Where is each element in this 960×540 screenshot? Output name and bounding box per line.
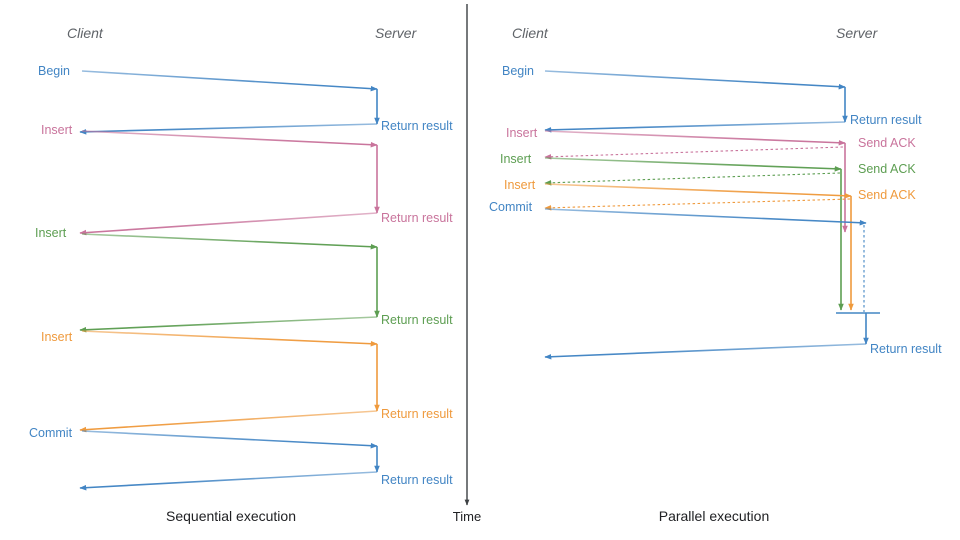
actor-label-client: Client xyxy=(512,25,549,41)
message-insert-3-return-result: Return result xyxy=(79,407,453,433)
message-label-commit-return-result: Return result xyxy=(870,342,942,356)
message-label-insert-2-request: Insert xyxy=(500,152,532,166)
actor-label-server: Server xyxy=(836,25,879,41)
message-insert-2-request: Insert xyxy=(35,226,378,250)
message-line-begin-return-result xyxy=(544,121,846,133)
message-begin-request: Begin xyxy=(38,64,378,92)
message-line-insert-2-request xyxy=(81,233,378,250)
message-line-insert-2-return-result xyxy=(79,316,378,333)
message-line-insert-1-return-result xyxy=(79,212,378,236)
message-line-commit-request xyxy=(544,208,867,226)
message-begin-return-result: Return result xyxy=(544,113,922,133)
message-label-begin-request: Begin xyxy=(502,64,534,78)
message-label-insert-1-return-result: Return result xyxy=(381,211,453,225)
message-insert-3-send-ack: Send ACK xyxy=(544,188,916,211)
message-line-insert-1-request xyxy=(81,130,378,148)
panel-caption-sequential: Sequential execution xyxy=(166,508,296,524)
message-label-insert-3-send-ack: Send ACK xyxy=(858,188,916,202)
message-label-insert-1-send-ack: Send ACK xyxy=(858,136,916,150)
message-commit-request: Commit xyxy=(29,426,378,449)
message-insert-2-request: Insert xyxy=(500,152,842,172)
message-line-insert-1-send-ack xyxy=(544,146,844,160)
message-insert-3-request: Insert xyxy=(41,330,378,347)
message-insert-2-send-ack: Send ACK xyxy=(544,162,916,186)
message-line-commit-request xyxy=(81,430,378,449)
message-line-begin-request xyxy=(544,70,846,90)
message-line-begin-request xyxy=(81,70,378,92)
message-insert-3-request: Insert xyxy=(504,178,852,199)
message-line-insert-2-request xyxy=(544,157,842,172)
message-label-insert-2-send-ack: Send ACK xyxy=(858,162,916,176)
message-insert-1-request: Insert xyxy=(41,123,378,148)
time-axis-label: Time xyxy=(453,509,481,524)
message-line-insert-3-request xyxy=(81,330,378,347)
message-label-insert-3-request: Insert xyxy=(504,178,536,192)
message-insert-1-request: Insert xyxy=(506,126,846,146)
message-commit-return-result: Return result xyxy=(544,342,942,360)
message-commit-request: Commit xyxy=(489,200,867,226)
actor-label-server: Server xyxy=(375,25,418,41)
message-line-insert-2-send-ack xyxy=(544,172,841,186)
message-line-insert-3-request xyxy=(544,183,852,199)
actor-label-client: Client xyxy=(67,25,104,41)
message-begin-return-result: Return result xyxy=(79,119,453,135)
message-label-begin-return-result: Return result xyxy=(381,119,453,133)
message-label-commit-request: Commit xyxy=(489,200,533,214)
message-label-commit-request: Commit xyxy=(29,426,73,440)
message-begin-request: Begin xyxy=(502,64,846,90)
message-insert-1-return-result: Return result xyxy=(79,211,453,236)
message-line-commit-return-result xyxy=(79,471,378,491)
message-insert-1-send-ack: Send ACK xyxy=(544,136,916,160)
message-insert-2-return-result: Return result xyxy=(79,313,453,333)
message-label-begin-return-result: Return result xyxy=(850,113,922,127)
panel-caption-parallel: Parallel execution xyxy=(659,508,770,524)
message-label-insert-1-request: Insert xyxy=(506,126,538,140)
message-label-insert-2-return-result: Return result xyxy=(381,313,453,327)
message-label-insert-1-request: Insert xyxy=(41,123,73,137)
message-line-insert-3-return-result xyxy=(79,410,378,433)
message-label-commit-return-result: Return result xyxy=(381,473,453,487)
message-label-begin-request: Begin xyxy=(38,64,70,78)
time-axis-group: Time xyxy=(453,4,481,524)
message-commit-return-result: Return result xyxy=(79,471,453,491)
message-label-insert-2-request: Insert xyxy=(35,226,67,240)
message-line-insert-3-send-ack xyxy=(544,198,851,211)
message-label-insert-3-return-result: Return result xyxy=(381,407,453,421)
message-line-begin-return-result xyxy=(79,123,378,135)
message-line-insert-1-request xyxy=(544,130,846,146)
message-label-insert-3-request: Insert xyxy=(41,330,73,344)
message-line-commit-return-result xyxy=(544,343,867,360)
